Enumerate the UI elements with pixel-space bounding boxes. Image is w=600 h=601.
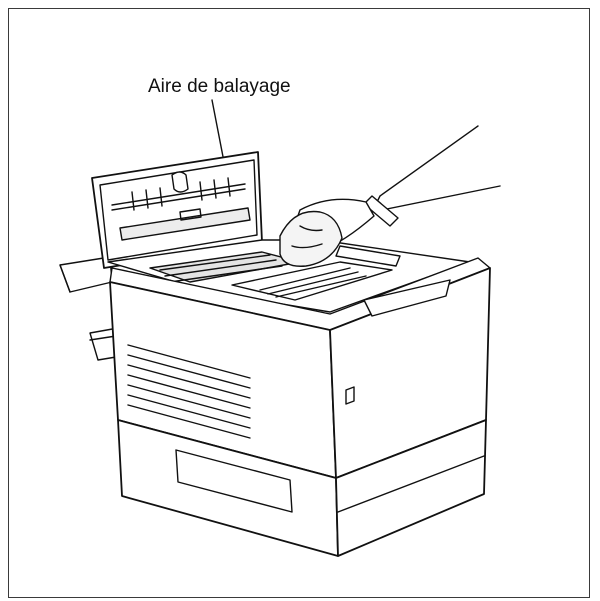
paper-cassette [118,420,486,556]
hand-with-cloth [280,126,500,266]
callout-label-sweep-area: Aire de balayage [148,76,291,97]
cleaning-cloth [280,212,342,267]
printer-interior [108,240,470,314]
printer-body [110,258,490,478]
front-vent [128,345,250,378]
